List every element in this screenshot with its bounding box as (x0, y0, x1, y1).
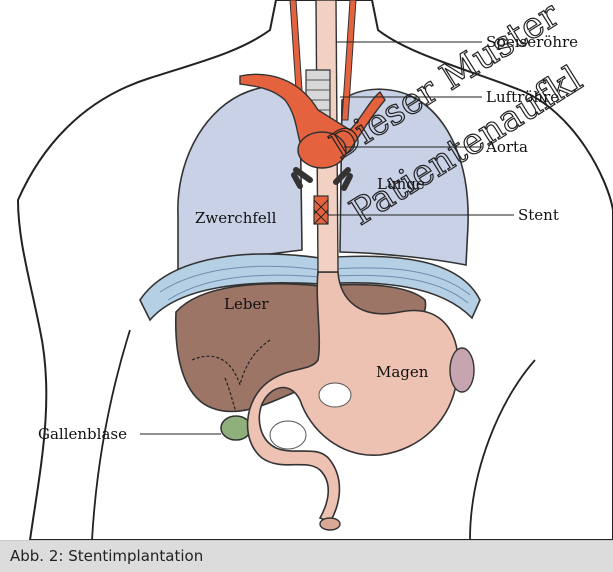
duodenum-end (320, 518, 340, 530)
anatomy-figure: Speiseröhre Luftröhre Aorta Lunge Stent … (0, 0, 613, 540)
stent (314, 196, 328, 224)
anatomy-illustration: Speiseröhre Luftröhre Aorta Lunge Stent … (0, 0, 613, 540)
gallbladder (221, 416, 251, 440)
caption-bar: Abb. 2: Stentimplantation (0, 540, 613, 572)
intestine-fold (270, 421, 306, 449)
stomach-fold (319, 383, 351, 407)
label-stent: Stent (518, 206, 559, 224)
figure-caption: Abb. 2: Stentimplantation (10, 547, 203, 565)
spleen (450, 348, 474, 392)
label-gallenblase: Gallenblase (38, 425, 127, 443)
label-magen: Magen (376, 363, 429, 381)
label-zwerchfell: Zwerchfell (195, 209, 277, 227)
label-leber: Leber (224, 295, 269, 313)
